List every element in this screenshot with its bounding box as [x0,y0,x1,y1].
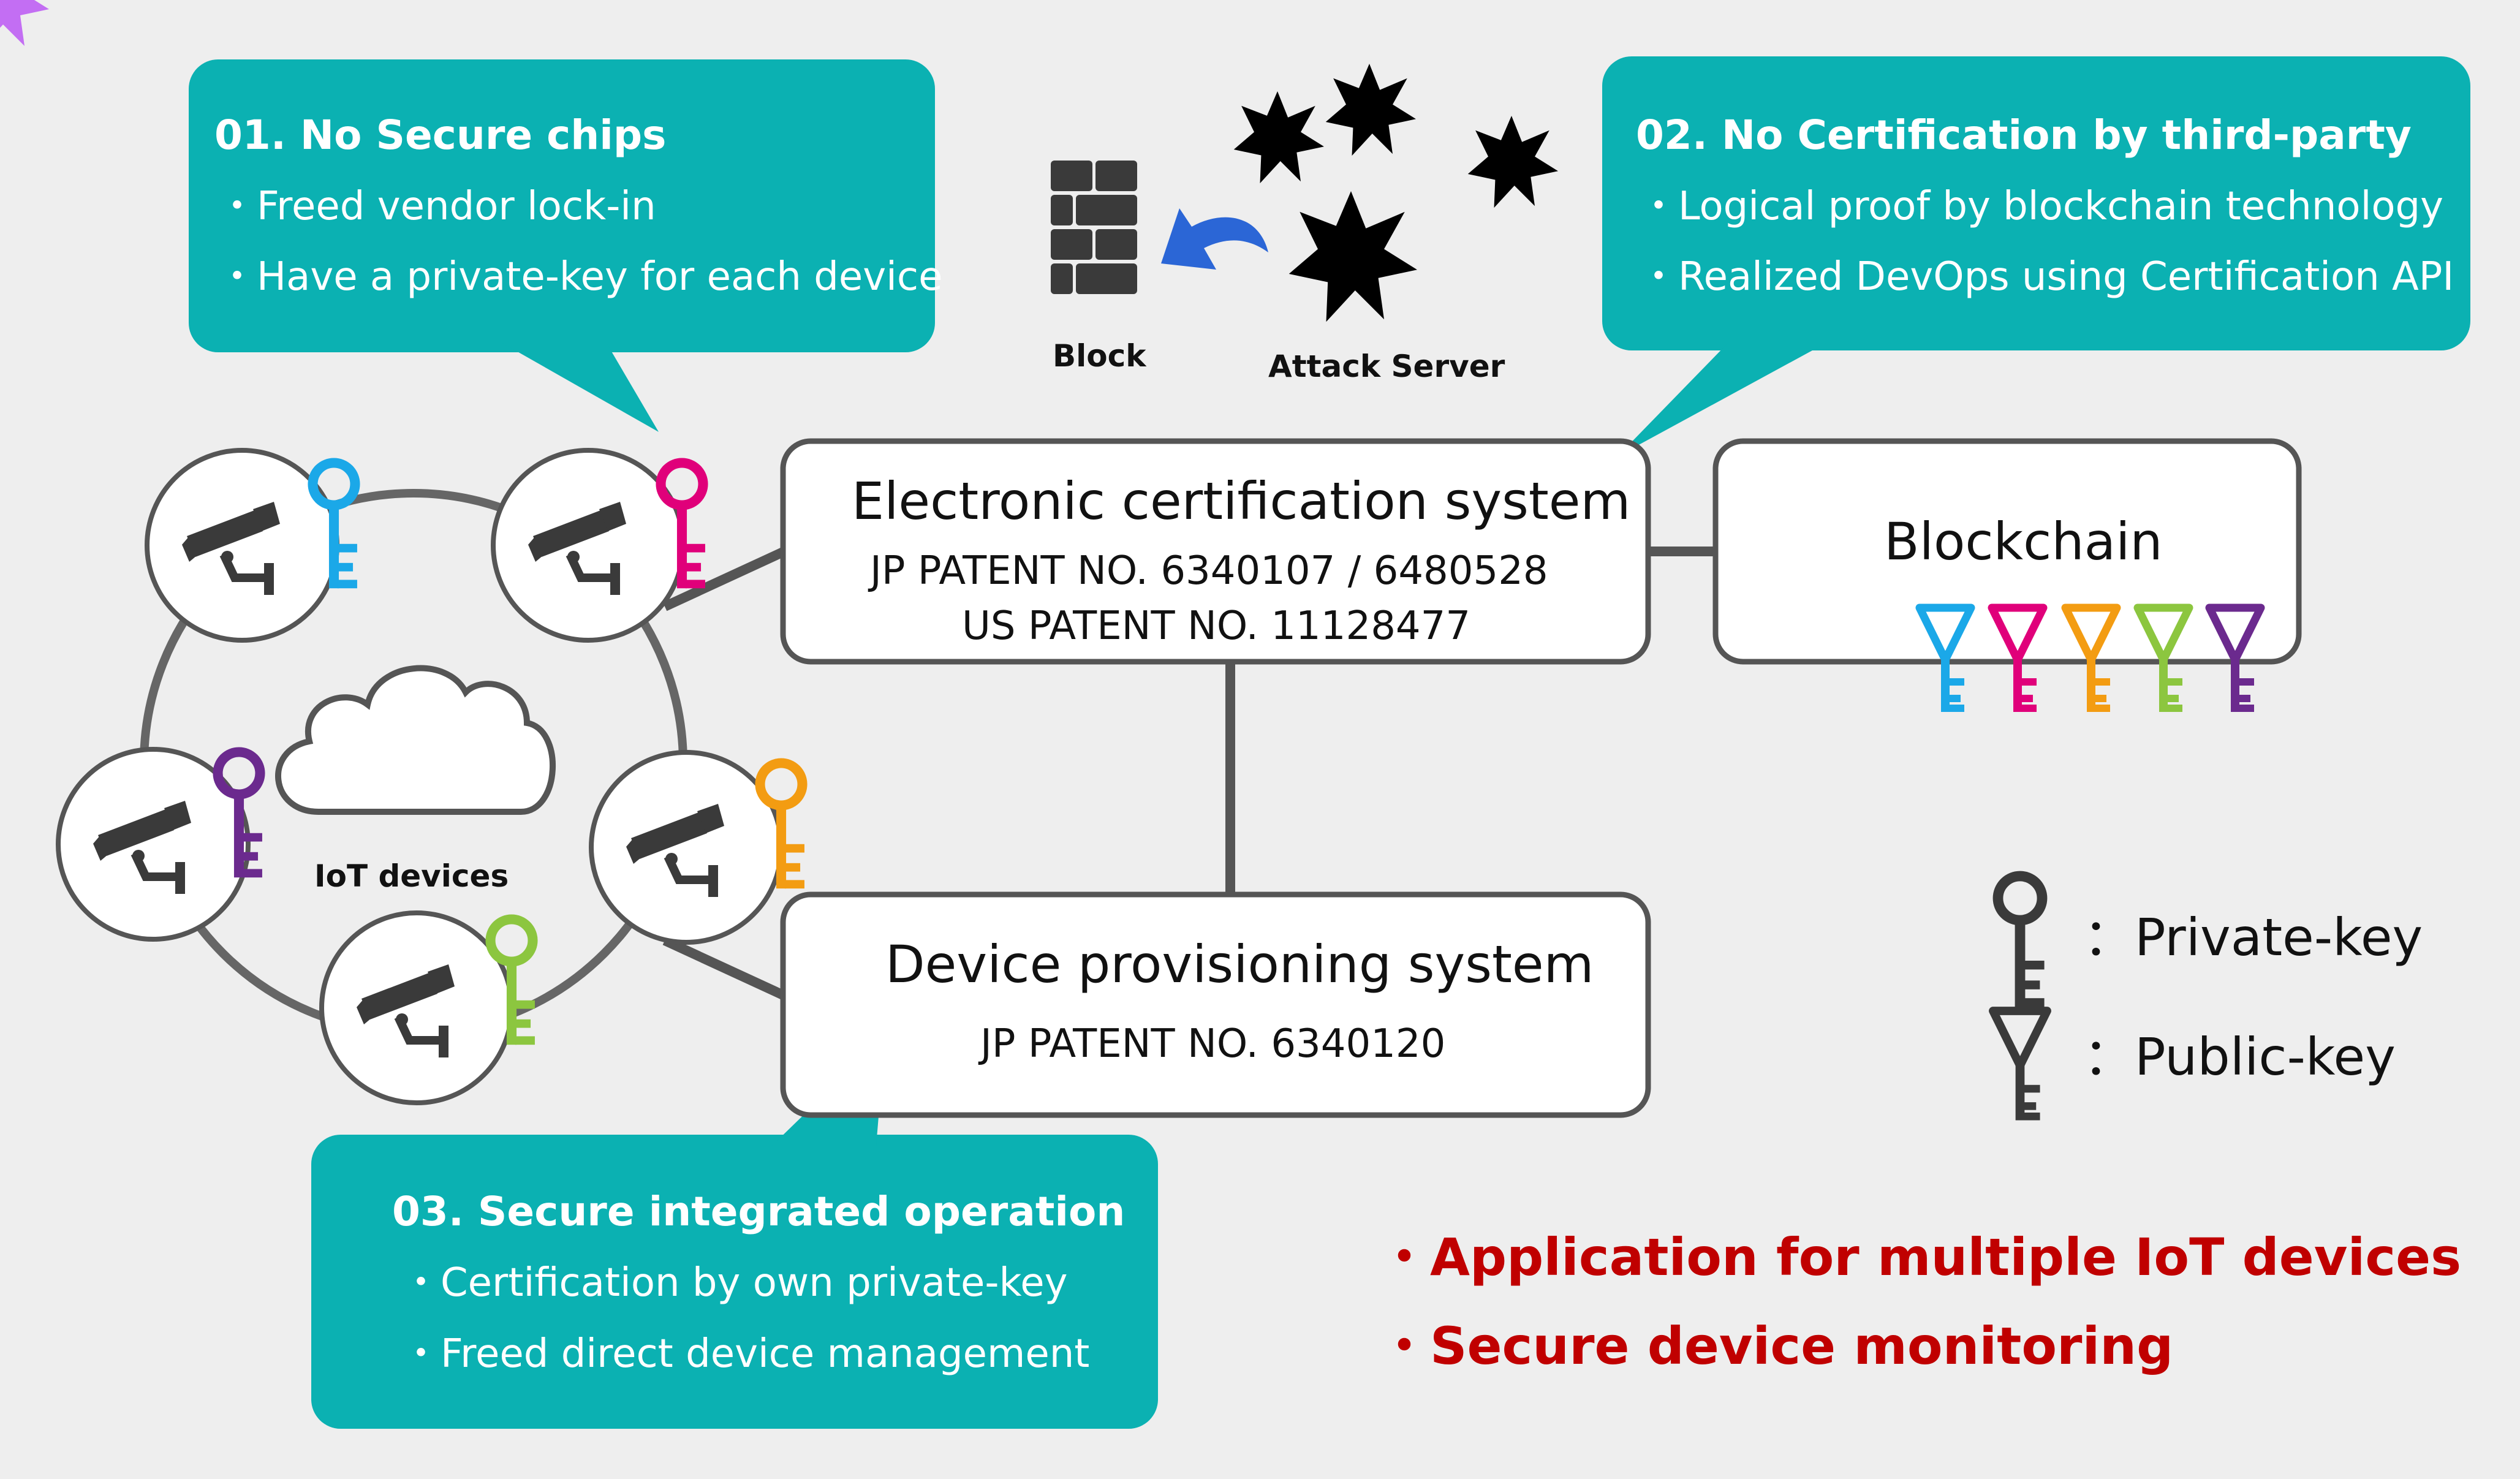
bubble-02-title: 02. No Certification by third-party [1636,112,2412,159]
bubble-01-shape [189,59,935,432]
iot-device-3 [56,747,251,942]
iot-devices-label: IoT devices [314,858,509,894]
bubble-02-item: ・Realized DevOps using Certification API [1639,254,2454,300]
bubble-02-shape [1602,56,2470,456]
blockchain-title: Blockchain [1884,512,2163,572]
provisioning-patent: JP PATENT NO. 6340120 [980,1021,1446,1067]
iot-device-5 [319,910,514,1105]
provisioning-title: Device provisioning system [885,934,1594,994]
iot-device-4 [589,750,784,945]
legend-private-key-icon [1998,876,2045,1007]
bubble-03-title: 03. Secure integrated operation [392,1188,1126,1235]
highlight-line: ・Application for multiple IoT devices [1379,1227,2462,1287]
legend-public-key-label: ：Public-key [2083,1027,2396,1087]
cert-system-patent: US PATENT NO. 11128477 [962,603,1471,649]
bubble-01-item: ・Freed vendor lock-in [218,184,656,229]
cert-system-patent: JP PATENT NO. 6340107 / 6480528 [870,548,1548,594]
bubble-03-item: ・Freed direct device management [401,1331,1090,1377]
starburst-icon [1233,91,1324,184]
cloud-icon [275,665,556,815]
attack-server-label: Attack Server [1268,349,1505,384]
iot-device-2 [491,448,686,643]
brick-wall-icon [1051,161,1137,294]
cert-system-title: Electronic certification system [852,471,1631,531]
starburst-icon [1288,191,1417,322]
starburst-icon [1467,116,1558,208]
starburst-icon [0,0,49,46]
bubble-03-item: ・Certification by own private-key [401,1260,1068,1306]
connector-lines [662,547,1716,1000]
bubble-02-item: ・Logical proof by blockchain technology [1639,184,2444,229]
bubble-01-item: ・Have a private-key for each device [218,254,943,300]
bubble-01-title: 01. No Secure chips [214,112,667,159]
cert-system-box [780,438,1651,665]
highlight-line: ・Secure device monitoring [1379,1316,2174,1376]
starburst-icon [1325,64,1416,156]
provisioning-box [780,891,1651,1118]
legend-private-key-label: ：Private-key [2083,907,2423,967]
block-label: Block [1053,338,1146,374]
legend-public-key-icon [1993,1011,2047,1121]
curved-arrow-icon [1161,208,1268,270]
